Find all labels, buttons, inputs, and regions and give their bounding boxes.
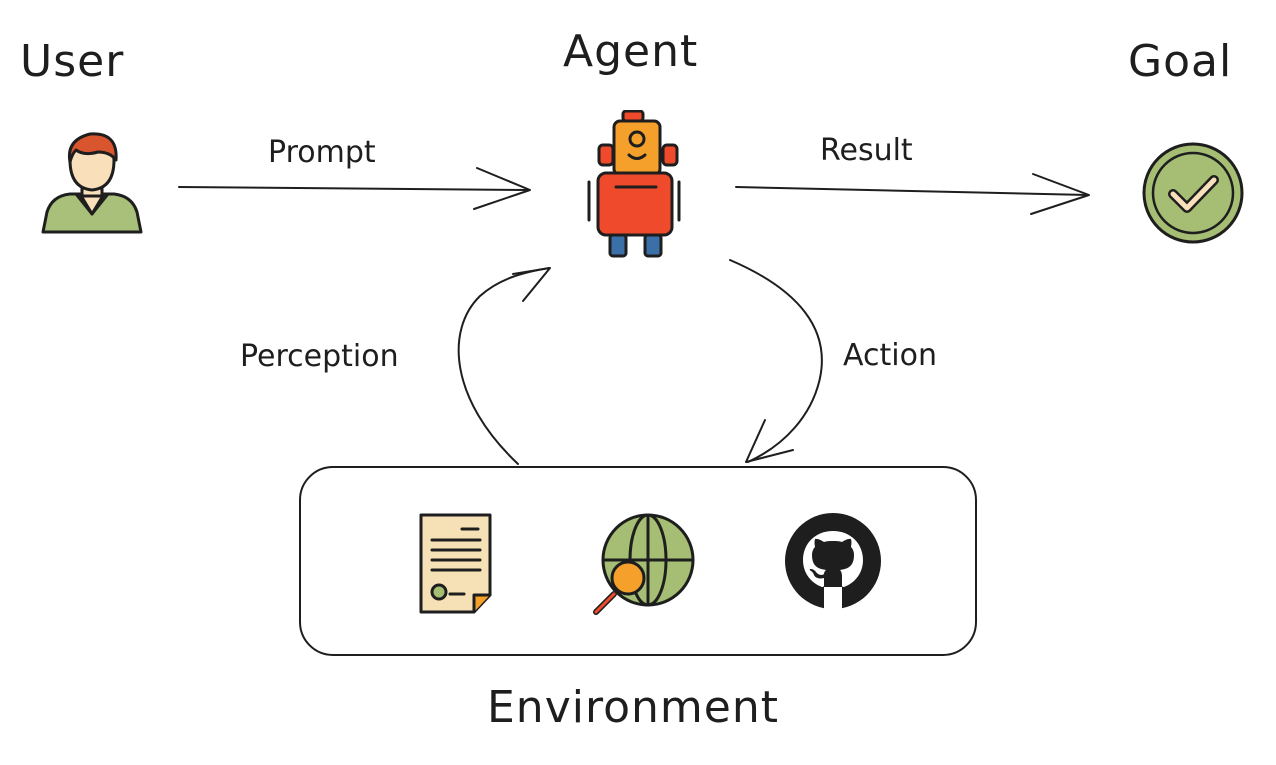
perception-arrow	[457, 267, 551, 465]
user-title: User	[20, 36, 125, 87]
web-search-icon	[590, 512, 698, 618]
result-label: Result	[820, 133, 913, 168]
goal-title: Goal	[1128, 36, 1233, 87]
check-circle-icon	[1140, 140, 1246, 246]
action-arrow	[729, 259, 823, 463]
agent-title: Agent	[563, 26, 699, 77]
robot-icon	[584, 110, 684, 260]
document-icon	[418, 512, 494, 616]
user-avatar-icon	[40, 130, 144, 236]
github-icon	[784, 512, 882, 610]
perception-label: Perception	[240, 339, 399, 374]
prompt-label: Prompt	[268, 135, 376, 170]
prompt-arrow	[178, 167, 531, 210]
environment-box	[299, 466, 977, 656]
result-arrow	[735, 173, 1090, 215]
environment-title: Environment	[487, 682, 779, 733]
action-label: Action	[843, 338, 937, 373]
